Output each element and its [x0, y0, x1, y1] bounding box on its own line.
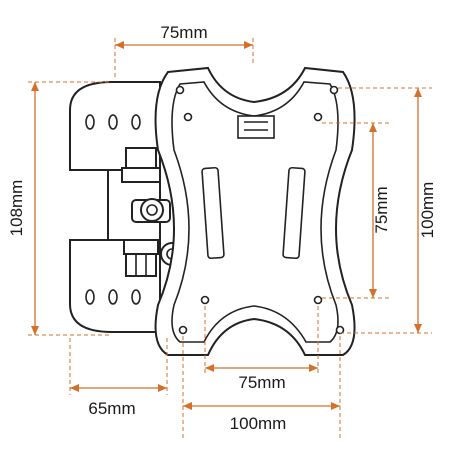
dim-left-108mm: 108mm: [7, 81, 110, 336]
vesa-slot-right: [282, 166, 306, 260]
vesa-plate-outline: [154, 66, 356, 356]
dim-top-75mm: 75mm: [114, 23, 254, 80]
hinge-bottom-block: [125, 253, 157, 277]
dim-label-horizontal-65: 65mm: [88, 399, 135, 418]
vesa-plate: [154, 66, 356, 356]
dim-label-vertical-75: 75mm: [372, 186, 391, 233]
wall-plate: [69, 81, 161, 333]
vesa-hole-75-bl: [200, 295, 210, 305]
wall-hole-1: [85, 114, 95, 130]
wall-hole-5: [108, 289, 118, 305]
vesa-hole-100-br: [335, 325, 345, 335]
vesa-hole-75-tr: [313, 112, 323, 122]
wall-hole-2: [108, 114, 118, 130]
dim-label-top: 75mm: [160, 23, 207, 42]
cable-clip: [237, 115, 275, 139]
hinge-top-plate: [121, 167, 161, 183]
vesa-hole-100-bl: [178, 325, 188, 335]
hinge-top-block: [125, 147, 157, 169]
wall-hole-6: [131, 289, 141, 305]
dim-horizontal-65mm: 65mm: [69, 338, 168, 418]
wall-hole-3: [131, 114, 141, 130]
dim-label-horizontal-75: 75mm: [238, 373, 285, 392]
vesa-hole-100-tl: [175, 85, 185, 95]
dim-vertical-100mm: 100mm: [338, 87, 437, 334]
wall-hole-4: [85, 289, 95, 305]
vesa-slot-left: [201, 166, 225, 260]
dim-horizontal-100mm: 100mm: [182, 336, 341, 440]
vesa-hole-75-br: [313, 295, 323, 305]
vesa-hole-100-tr: [329, 85, 339, 95]
vesa-plate-ridge: [171, 81, 339, 343]
hinge-bottom-plate: [123, 239, 159, 255]
dim-label-horizontal-100: 100mm: [230, 414, 287, 433]
dim-horizontal-75mm: 75mm: [204, 306, 319, 392]
tilt-knob-center: [146, 204, 158, 216]
vesa-hole-75-tl: [183, 112, 193, 122]
dim-label-left: 108mm: [7, 180, 26, 237]
dim-vertical-75mm: 75mm: [322, 122, 392, 299]
dim-label-vertical-100: 100mm: [418, 182, 437, 239]
